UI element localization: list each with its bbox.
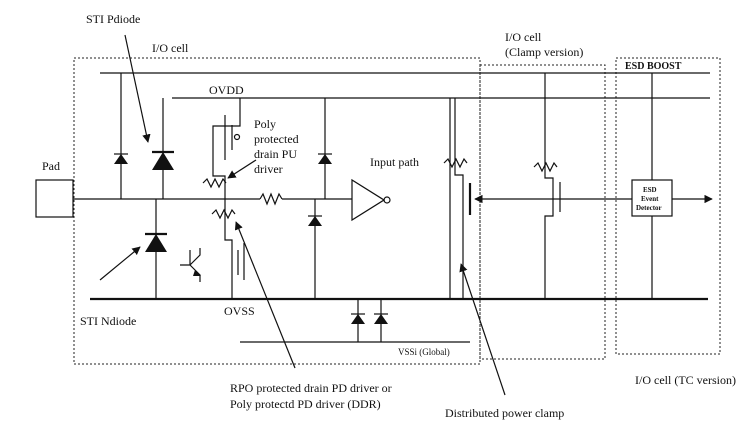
pu-resistor (202, 177, 227, 189)
sti-ndiode-symbol (145, 234, 167, 252)
clamp-cell-boundary (479, 64, 606, 360)
rpo-label-2: Poly protectd PD driver (DDR) (230, 397, 381, 411)
input-path-label: Input path (370, 155, 419, 169)
esd-detector-label-3: Detector (636, 204, 662, 212)
input-buffer (351, 178, 386, 222)
rpo-label-1: RPO protected drain PD driver or (230, 381, 392, 395)
ovdd-label: OVDD (209, 83, 244, 97)
vssi-label: VSSi (Global) (398, 347, 450, 357)
io-cell-label: I/O cell (152, 41, 189, 55)
upper-right-diode (318, 154, 332, 164)
vssi-diode-1 (351, 314, 365, 324)
esd-detector-label-2: Event (641, 195, 659, 203)
sti-ndiode-label: STI Ndiode (80, 314, 136, 328)
distributed-clamp-transistor (454, 98, 464, 299)
distributed-clamp-label: Distributed power clamp (445, 406, 564, 420)
poly-pu-label-1: Poly (254, 117, 276, 131)
vssi-diode-2 (374, 314, 388, 324)
pd-resistor (211, 208, 236, 220)
clamp-cell-label-2: (Clamp version) (505, 45, 583, 59)
lower-right-diode (308, 216, 322, 226)
pad-box (35, 179, 74, 218)
series-resistor (259, 192, 283, 206)
pad-label: Pad (42, 159, 60, 173)
esd-event-detector-box (631, 179, 673, 217)
clamp-cell-label-1: I/O cell (505, 30, 542, 44)
clamp-version-transistor (544, 73, 554, 299)
ndiode-callout (99, 246, 141, 281)
tc-cell-label: I/O cell (TC version) (635, 373, 736, 387)
ovss-label: OVSS (224, 304, 255, 318)
pd-driver (224, 199, 233, 299)
esd-detector-label-1: ESD (643, 186, 657, 194)
poly-pu-label-4: driver (254, 162, 283, 176)
poly-pu-label-3: drain PU (254, 147, 297, 161)
poly-pu-label-2: protected (254, 132, 299, 146)
pd-callout (234, 221, 296, 369)
sti-pdiode-symbol (152, 152, 174, 170)
pu-callout (227, 159, 257, 179)
sti-pdiode-label: STI Pdiode (86, 12, 140, 26)
esd-boost-label: ESD BOOST (625, 61, 682, 72)
left-small-diode (114, 154, 128, 164)
pu-driver (212, 98, 241, 199)
input-buffer-bubble (383, 196, 391, 204)
pdiode-callout (124, 34, 151, 143)
parasitic-bjt (180, 248, 201, 282)
tc-cell-boundary (615, 57, 721, 355)
clamp-callout (459, 263, 506, 396)
